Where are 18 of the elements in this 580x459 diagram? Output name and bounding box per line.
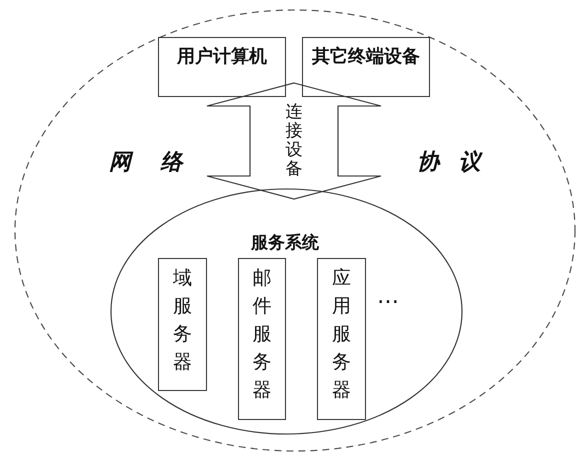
dashed-ellipse [14,9,576,452]
vertical-box [158,258,207,391]
region-label: 协 议 [417,150,481,176]
process-box [158,37,286,97]
vertical-box [238,258,286,420]
region-label: 网 络 [109,150,183,176]
vertical-label: 邮件服务器 [252,266,272,403]
ellipse [110,188,463,435]
vertical-box [317,258,366,420]
box-label: 其它终端设备 [312,46,420,68]
arrow-label: 连接设备 [286,103,302,179]
vertical-label: 应用服务器 [332,266,351,403]
double-block-arrow [206,82,382,200]
box-label: 用户计算机 [177,46,267,68]
ellipsis-text: … [377,286,399,308]
ellipse-title: 服务系统 [251,232,319,254]
vertical-label: 域服务器 [173,266,192,375]
process-box [302,37,430,97]
